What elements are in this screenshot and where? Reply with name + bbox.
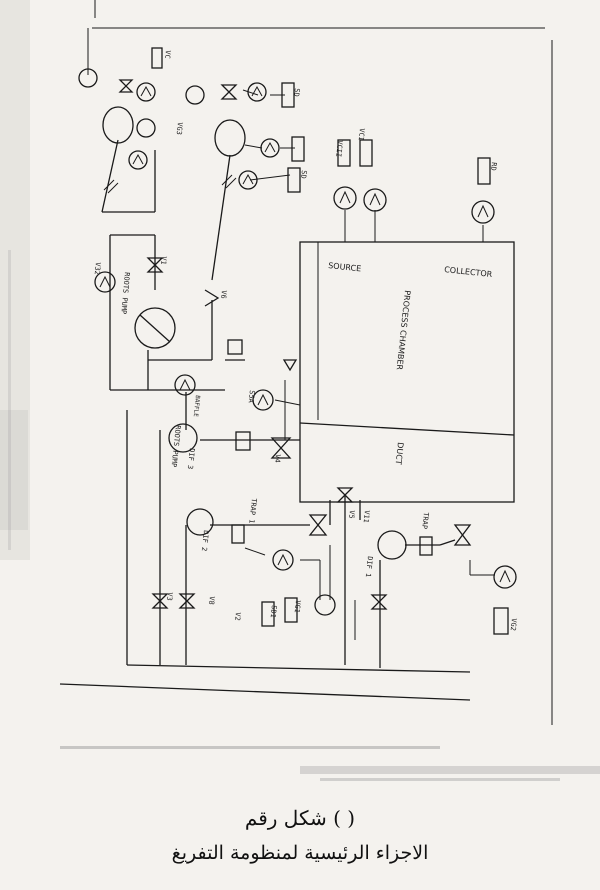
box-vg1 [284,597,298,623]
label-v6: V6 [219,290,228,299]
label-sd1: SD1 [269,605,278,618]
valve-v6 [204,289,220,307]
scan-shadow-left [0,0,30,560]
trap-duct [235,431,251,451]
label-trap1: TRAP 1 [247,498,258,524]
motor-2 [185,85,205,105]
valve-v4 [270,437,292,459]
valve-top [220,84,238,100]
gauge-top-2 [136,118,156,138]
label-v32: V32 [93,262,102,275]
figure-number: شكل رقم ( ) [244,806,356,830]
label-v2: V2 [233,612,242,621]
piping [101,89,495,673]
box-top-left-1 [151,47,163,69]
gauge-top-5 [260,138,280,158]
label-roots-pump: ROOTS PUMP [119,272,131,315]
roots-pump [134,307,176,349]
label-baffle: BAFFLE [192,395,201,418]
process-chamber-block [299,241,515,503]
gauge-top-1 [136,82,156,102]
pipe-breaks [103,174,237,194]
figure-title: الاجزاء الرئيسية لمنظومة التفريغ [171,842,429,864]
motor-1 [78,68,98,88]
label-vcii: VCII [334,140,344,158]
gauge-s5a [252,389,274,411]
pumps [78,68,407,560]
gauge-roots [94,271,116,293]
valve-v1 [146,257,164,273]
valve-vent [282,359,298,372]
gauge-trap [493,565,517,589]
label-v8: V8 [207,596,216,605]
gauge-chamber-2 [363,188,387,212]
label-v3: V3 [165,592,174,601]
valve-v11 [336,487,354,503]
label-dif2: DIF 2 [200,530,210,552]
label-vc: VC [163,50,172,59]
gauge-vc [314,594,336,616]
valve-top-left [118,79,134,93]
drawing-frame [59,0,553,725]
gauges [94,82,517,616]
trap-1 [231,524,245,544]
valve-v2 [370,594,388,610]
label-sd3: SD [299,170,308,179]
components [151,47,509,635]
gauge-chamber-1 [333,186,357,210]
sd-box-3 [287,167,301,193]
sd-box-2 [291,136,305,162]
box-vg-trap [493,607,509,635]
trap-2 [419,536,433,556]
scan-noise [0,250,600,781]
label-v5: V5 [347,510,356,519]
gauge-baffle [174,374,196,396]
label-dif3: DIF 3 [186,448,196,470]
diffusion-pump-3 [168,423,198,453]
label-vg1: VG1 [293,600,302,613]
box-sd1 [261,601,275,627]
label-v1: V1 [159,256,168,265]
label-s5a: S5A [247,390,256,404]
label-v4: V4 [273,454,282,463]
valve-trap [453,524,472,546]
gauge-top-3 [128,150,148,170]
label-rd: RD [489,162,498,171]
gauge-top-6 [238,170,258,190]
label-trap2: TRAP [420,512,430,530]
duct-label: DUCT [394,442,405,465]
box-vc1-b [359,139,373,167]
label-dif1: DIF 1 [364,556,374,578]
gauge-collector [471,200,495,224]
source-label: SOURCE [328,261,362,273]
box-vc1-a [337,139,351,167]
valves [118,79,472,610]
rotary-pump-1 [102,106,134,144]
valve-v3 [151,593,169,609]
label-vg3: VG3 [175,122,184,135]
valve-v8 [178,593,196,609]
rotary-pump-2 [214,119,246,157]
label-vci: VCI [357,128,366,141]
gauge-top-4 [247,82,267,102]
diffusion-pump-2 [186,508,214,536]
label-vg2: VG2 [509,618,518,631]
box-rd [477,157,491,185]
sd-box-1 [281,82,295,108]
valve-v5 [308,514,328,536]
relief-valve-box [227,339,243,355]
diffusion-pump-1 [377,530,407,560]
label-sd2: SD [292,88,301,97]
gauge-dif2 [272,549,294,571]
label-v11: V11 [362,510,371,523]
